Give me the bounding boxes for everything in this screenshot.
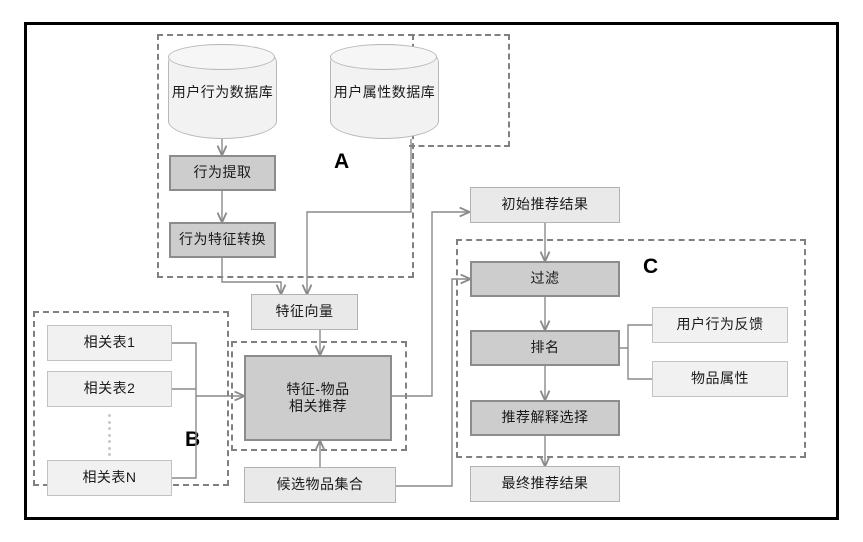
node-rec-explain-select[interactable]: 推荐解释选择 (470, 400, 620, 436)
node-ranking[interactable]: 排名 (470, 330, 620, 366)
group-A-label: A (334, 150, 350, 173)
node-final-result[interactable]: 最终推荐结果 (470, 466, 620, 502)
group-C-label: C (643, 255, 659, 278)
node-related-table-1[interactable]: 相关表1 (47, 325, 172, 361)
node-feature-item-recommendation-line1: 特征-物品 (286, 380, 350, 397)
node-related-table-2[interactable]: 相关表2 (47, 371, 172, 407)
node-related-table-n[interactable]: 相关表N (47, 460, 172, 496)
ellipsis-dots (108, 414, 111, 456)
group-A-right-extension (409, 34, 510, 147)
db-user-attribute: 用户属性数据库 (330, 44, 439, 139)
node-feature-item-recommendation[interactable]: 特征-物品 相关推荐 (244, 355, 392, 441)
cylinder-top-ellipse (330, 44, 437, 70)
group-A-boundary (157, 34, 414, 278)
node-behavior-feature-transform[interactable]: 行为特征转换 (169, 222, 276, 258)
db-user-behavior-label: 用户行为数据库 (171, 83, 274, 100)
node-item-attribute[interactable]: 物品属性 (652, 361, 788, 397)
node-filter[interactable]: 过滤 (470, 261, 620, 297)
node-candidate-item-set[interactable]: 候选物品集合 (244, 467, 396, 503)
db-user-attribute-label: 用户属性数据库 (333, 83, 436, 100)
node-feature-item-recommendation-line2: 相关推荐 (289, 398, 347, 414)
node-feature-vector[interactable]: 特征向量 (251, 294, 358, 330)
node-behavior-extract[interactable]: 行为提取 (169, 155, 276, 191)
node-user-behavior-feedback[interactable]: 用户行为反馈 (652, 307, 788, 343)
node-initial-result[interactable]: 初始推荐结果 (470, 187, 620, 223)
db-user-behavior: 用户行为数据库 (168, 44, 277, 139)
cylinder-top-ellipse (168, 44, 275, 70)
group-B-label: B (185, 428, 201, 451)
